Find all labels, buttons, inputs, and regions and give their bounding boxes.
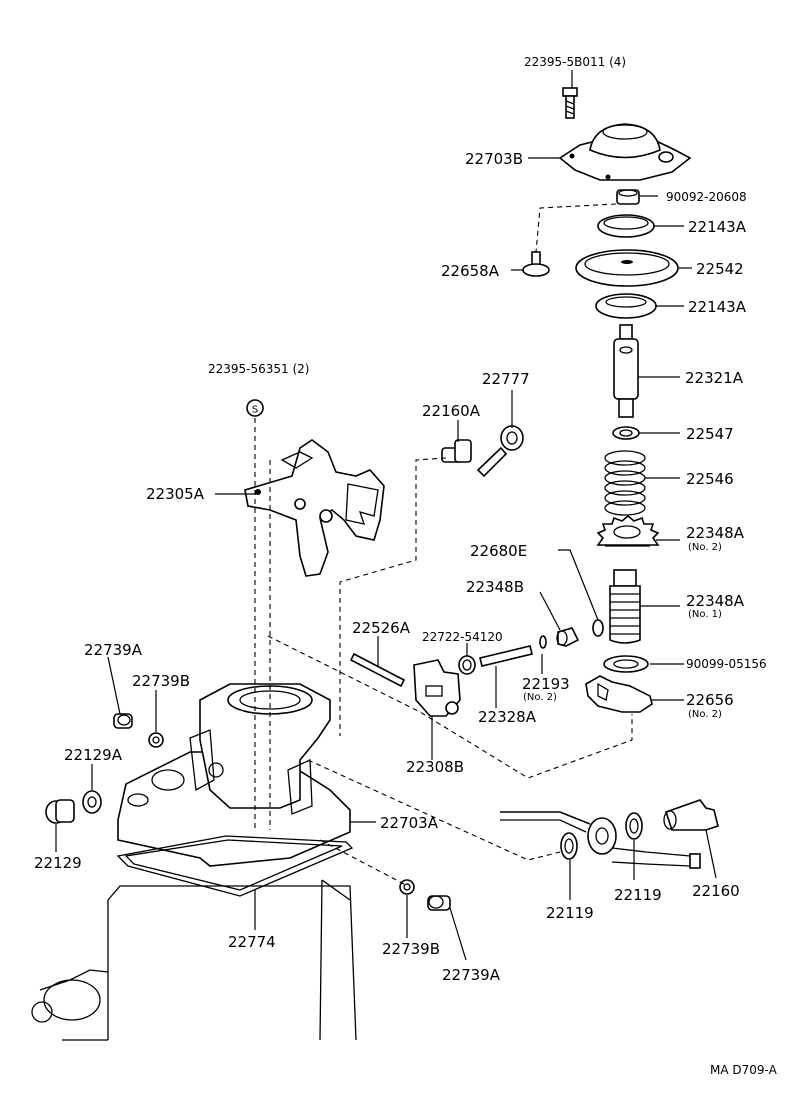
banjo-bolt-22160 xyxy=(663,799,719,831)
callout-22129a: 22129A xyxy=(64,746,123,764)
callout-22193: 22193 xyxy=(522,675,570,693)
callout-22193-sub: (No. 2) xyxy=(523,692,557,703)
stud-22658a xyxy=(522,251,550,277)
callout-22160: 22160 xyxy=(692,882,740,900)
washer-90099-05156 xyxy=(603,655,649,673)
plate-22143a-bottom xyxy=(595,293,657,319)
s-symbol-text: S xyxy=(252,405,258,416)
pipe-assembly xyxy=(500,811,701,869)
callout-22129: 22129 xyxy=(34,854,82,872)
callout-22658a: 22658A xyxy=(441,262,500,280)
washer-22129a xyxy=(82,790,102,814)
plug-22739a-left xyxy=(113,713,133,729)
callout-22160a: 22160A xyxy=(422,402,481,420)
washer-22119-left xyxy=(560,832,578,860)
spring-22546 xyxy=(604,450,646,516)
callout-22348a-no1: 22348A xyxy=(686,592,745,610)
callout-22308b: 22308B xyxy=(406,758,464,776)
callout-22547: 22547 xyxy=(686,425,734,443)
callout-22542: 22542 xyxy=(696,260,744,278)
callout-22305a: 22305A xyxy=(146,485,205,503)
pump-body xyxy=(31,879,357,1041)
diaphragm-cover-22703b xyxy=(558,123,692,181)
callout-22143a-bottom: 22143A xyxy=(688,298,747,316)
callout-22739a-bottom: 22739A xyxy=(442,966,501,984)
callout-22680e: 22680E xyxy=(470,542,527,560)
collar-22348b xyxy=(556,627,580,647)
callout-22348a-no2-sub: (No. 2) xyxy=(688,542,722,553)
callout-90099-05156: 90099-05156 xyxy=(686,657,767,671)
callout-22348b: 22348B xyxy=(466,578,524,596)
diagram-code: MA D709-A xyxy=(710,1063,778,1077)
diaphragm-22542 xyxy=(575,249,679,287)
callout-22348a-no2: 22348A xyxy=(686,524,745,542)
callout-22321a: 22321A xyxy=(685,369,744,387)
callout-22395-5b011: 22395-5B011 (4) xyxy=(524,55,626,69)
washer-22739b-left xyxy=(148,732,164,748)
gear-22348a-no2 xyxy=(596,514,660,547)
bolt-22395-5b011 xyxy=(562,87,578,119)
s-symbol: S xyxy=(246,399,264,417)
callout-22526a: 22526A xyxy=(352,619,411,637)
callout-22739b-bottom: 22739B xyxy=(382,940,440,958)
callout-90092-20608: 90092-20608 xyxy=(666,190,747,204)
bracket-22656-no2 xyxy=(585,675,653,713)
callout-22328a: 22328A xyxy=(478,708,537,726)
bracket-22305a xyxy=(244,439,385,577)
washer-22119-right xyxy=(625,812,643,840)
callout-labels: 22395-5B011 (4) 22703B 90092-20608 22143… xyxy=(34,55,767,984)
callout-22143a-top: 22143A xyxy=(688,218,747,236)
plate-22143a-top xyxy=(597,214,655,238)
screw-22160a xyxy=(441,439,472,463)
callout-22656: 22656 xyxy=(686,691,734,709)
gasket-22774 xyxy=(116,835,354,897)
dashed-centerlines xyxy=(254,203,633,885)
sleeve-22348a-no1 xyxy=(609,569,641,644)
callout-22703a: 22703A xyxy=(380,814,439,832)
callout-22774: 22774 xyxy=(228,933,276,951)
washer-22739b-bottom xyxy=(399,879,415,895)
ring-22680e xyxy=(592,619,604,637)
plug-22739a-bottom xyxy=(427,895,451,911)
pin-22526a xyxy=(349,652,406,688)
nut-90092-20608 xyxy=(616,189,640,205)
cover-22703a xyxy=(117,683,351,867)
washer-22547 xyxy=(612,426,640,440)
callout-22777: 22777 xyxy=(482,370,530,388)
ring-22193 xyxy=(539,635,547,649)
callout-22395-56351: 22395-56351 (2) xyxy=(208,362,310,376)
lever-22308b xyxy=(413,659,461,717)
callout-22348a-no1-sub: (No. 1) xyxy=(688,609,722,620)
callout-22119-left: 22119 xyxy=(546,904,594,922)
rod-22321a xyxy=(613,324,639,418)
callout-22703b: 22703B xyxy=(465,150,523,168)
callout-22739a-left: 22739A xyxy=(84,641,143,659)
callout-22119-right: 22119 xyxy=(614,886,662,904)
callout-22546: 22546 xyxy=(686,470,734,488)
callout-22656-sub: (No. 2) xyxy=(688,709,722,720)
leader-lines xyxy=(55,70,717,961)
callout-22739b-left: 22739B xyxy=(132,672,190,690)
eye-bolt-22777 xyxy=(476,425,524,478)
shaft-22328a xyxy=(479,645,533,667)
nut-22722-54120 xyxy=(458,655,476,675)
callout-22722-54120: 22722-54120 xyxy=(422,630,503,644)
plug-22129 xyxy=(45,799,75,824)
